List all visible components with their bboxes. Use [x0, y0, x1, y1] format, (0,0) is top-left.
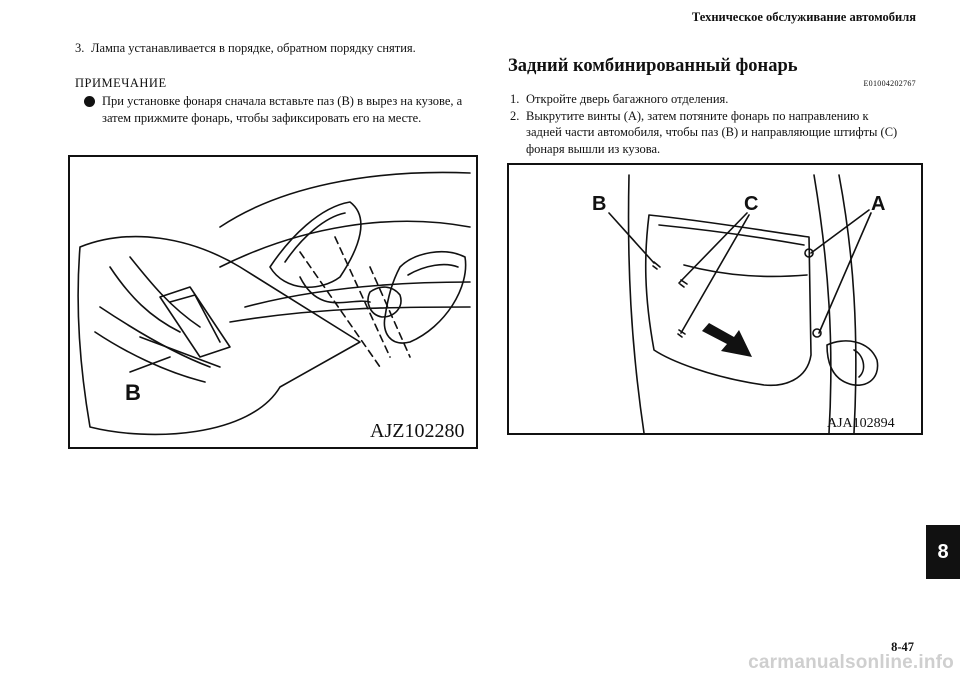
- callout-label-b: B: [592, 193, 606, 215]
- page-number: 8-47: [891, 640, 914, 654]
- pull-direction-arrow-icon: [702, 323, 752, 357]
- step-3: 3. Лампа устанавливается в порядке, обра…: [75, 40, 485, 57]
- steps-list: 1. Откройте дверь багажного отделения. 2…: [510, 91, 925, 157]
- step-2: 2. Выкрутите винты (A), затем потяните ф…: [510, 108, 925, 158]
- chapter-tab[interactable]: 8: [926, 525, 960, 579]
- document-code: E01004202767: [863, 79, 916, 88]
- callout-label-b: B: [125, 380, 141, 405]
- step-text: Откройте дверь багажного отделения.: [526, 92, 729, 106]
- callout-label-c: C: [744, 193, 758, 215]
- step-number: 2.: [510, 108, 520, 123]
- lamp-installation-illustration: B AJZ102280: [77, 171, 471, 442]
- note-heading: ПРИМЕЧАНИЕ: [75, 76, 167, 90]
- lamp-removal-illustration: B C A AJA102894: [592, 174, 895, 434]
- figure-lamp-removal: B C A AJA102894: [507, 163, 923, 435]
- step-text: Выкрутите винты (A), затем потяните фона…: [526, 108, 898, 156]
- bullet-icon: [84, 96, 95, 107]
- running-header: Техническое обслуживание автомобиля: [691, 10, 916, 24]
- figure-code: AJA102894: [827, 416, 895, 431]
- watermark-text: carmanualsonline.info: [748, 652, 954, 673]
- step-number: 3.: [75, 41, 85, 55]
- note-body: При установке фонаря сначала вставьте па…: [102, 94, 463, 125]
- figure-code: AJZ102280: [370, 420, 464, 442]
- section-title: Задний комбинированный фонарь: [508, 56, 798, 76]
- callout-label-a: A: [871, 193, 885, 215]
- step-1: 1. Откройте дверь багажного отделения.: [510, 91, 925, 108]
- step-number: 1.: [510, 92, 520, 106]
- figure-lamp-installation: B AJZ102280: [68, 155, 478, 449]
- step-text: Лампа устанавливается в порядке, обратно…: [91, 41, 416, 55]
